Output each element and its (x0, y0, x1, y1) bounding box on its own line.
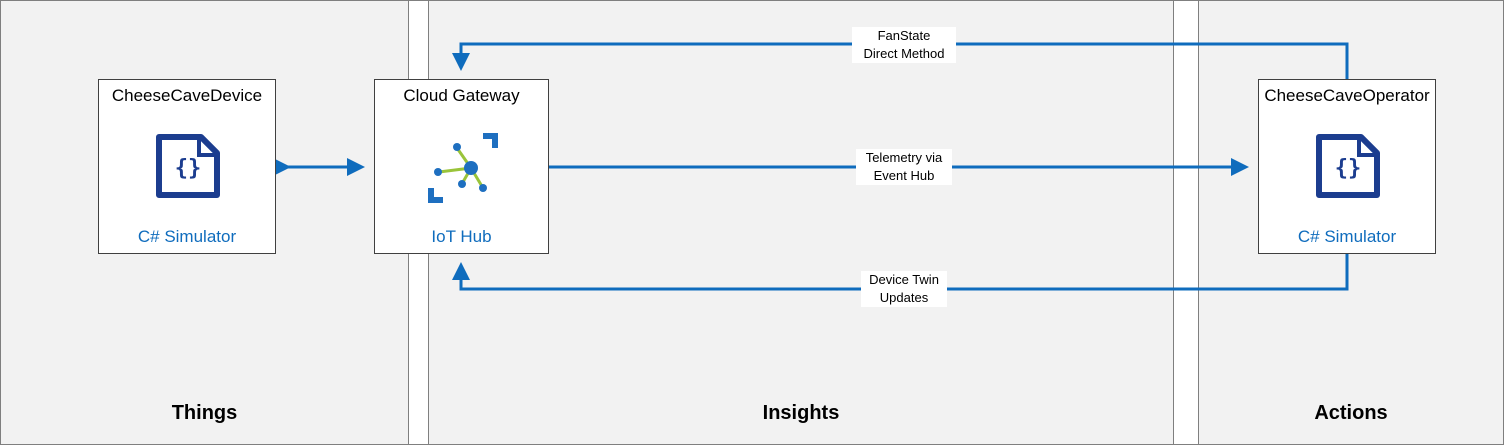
lane-label-actions: Actions (1314, 402, 1388, 424)
svg-text:{}: {} (1335, 156, 1362, 181)
direct-method-label-line2: Direct Method (863, 46, 945, 61)
node-title: CheeseCaveDevice (111, 86, 263, 105)
node-title: CheeseCaveOperator (1264, 86, 1430, 105)
cheese-cave-operator-node: CheeseCaveOperator {} C# Simulator (1258, 79, 1436, 254)
device-twin-label-line1: Device Twin (869, 272, 939, 287)
iot-hub-icon (428, 133, 498, 203)
lane-label-insights: Insights (762, 402, 840, 424)
cheese-cave-device-node: CheeseCaveDevice {} C# Simulator (98, 79, 276, 254)
node-subtitle: IoT Hub (431, 227, 492, 246)
svg-text:{}: {} (175, 156, 202, 181)
lane-label-things: Things (171, 402, 238, 424)
telemetry-label-line2: Event Hub (873, 168, 935, 183)
device-twin-label-line2: Updates (879, 290, 929, 305)
node-subtitle: C# Simulator (1297, 227, 1397, 246)
telemetry-label-line1: Telemetry via (865, 150, 943, 165)
code-file-icon: {} (156, 134, 220, 198)
device-twin-label: Device Twin Updates (861, 271, 947, 307)
direct-method-label: FanState Direct Method (852, 27, 956, 63)
lane-insights (428, 0, 1174, 445)
cloud-gateway-node: Cloud Gateway IoT Hub (374, 79, 549, 254)
node-title: Cloud Gateway (403, 86, 520, 105)
lane-separator-right (1173, 0, 1199, 445)
code-file-icon: {} (1316, 134, 1380, 198)
telemetry-label: Telemetry via Event Hub (856, 149, 952, 185)
direct-method-label-line1: FanState (877, 28, 931, 43)
node-subtitle: C# Simulator (137, 227, 237, 246)
